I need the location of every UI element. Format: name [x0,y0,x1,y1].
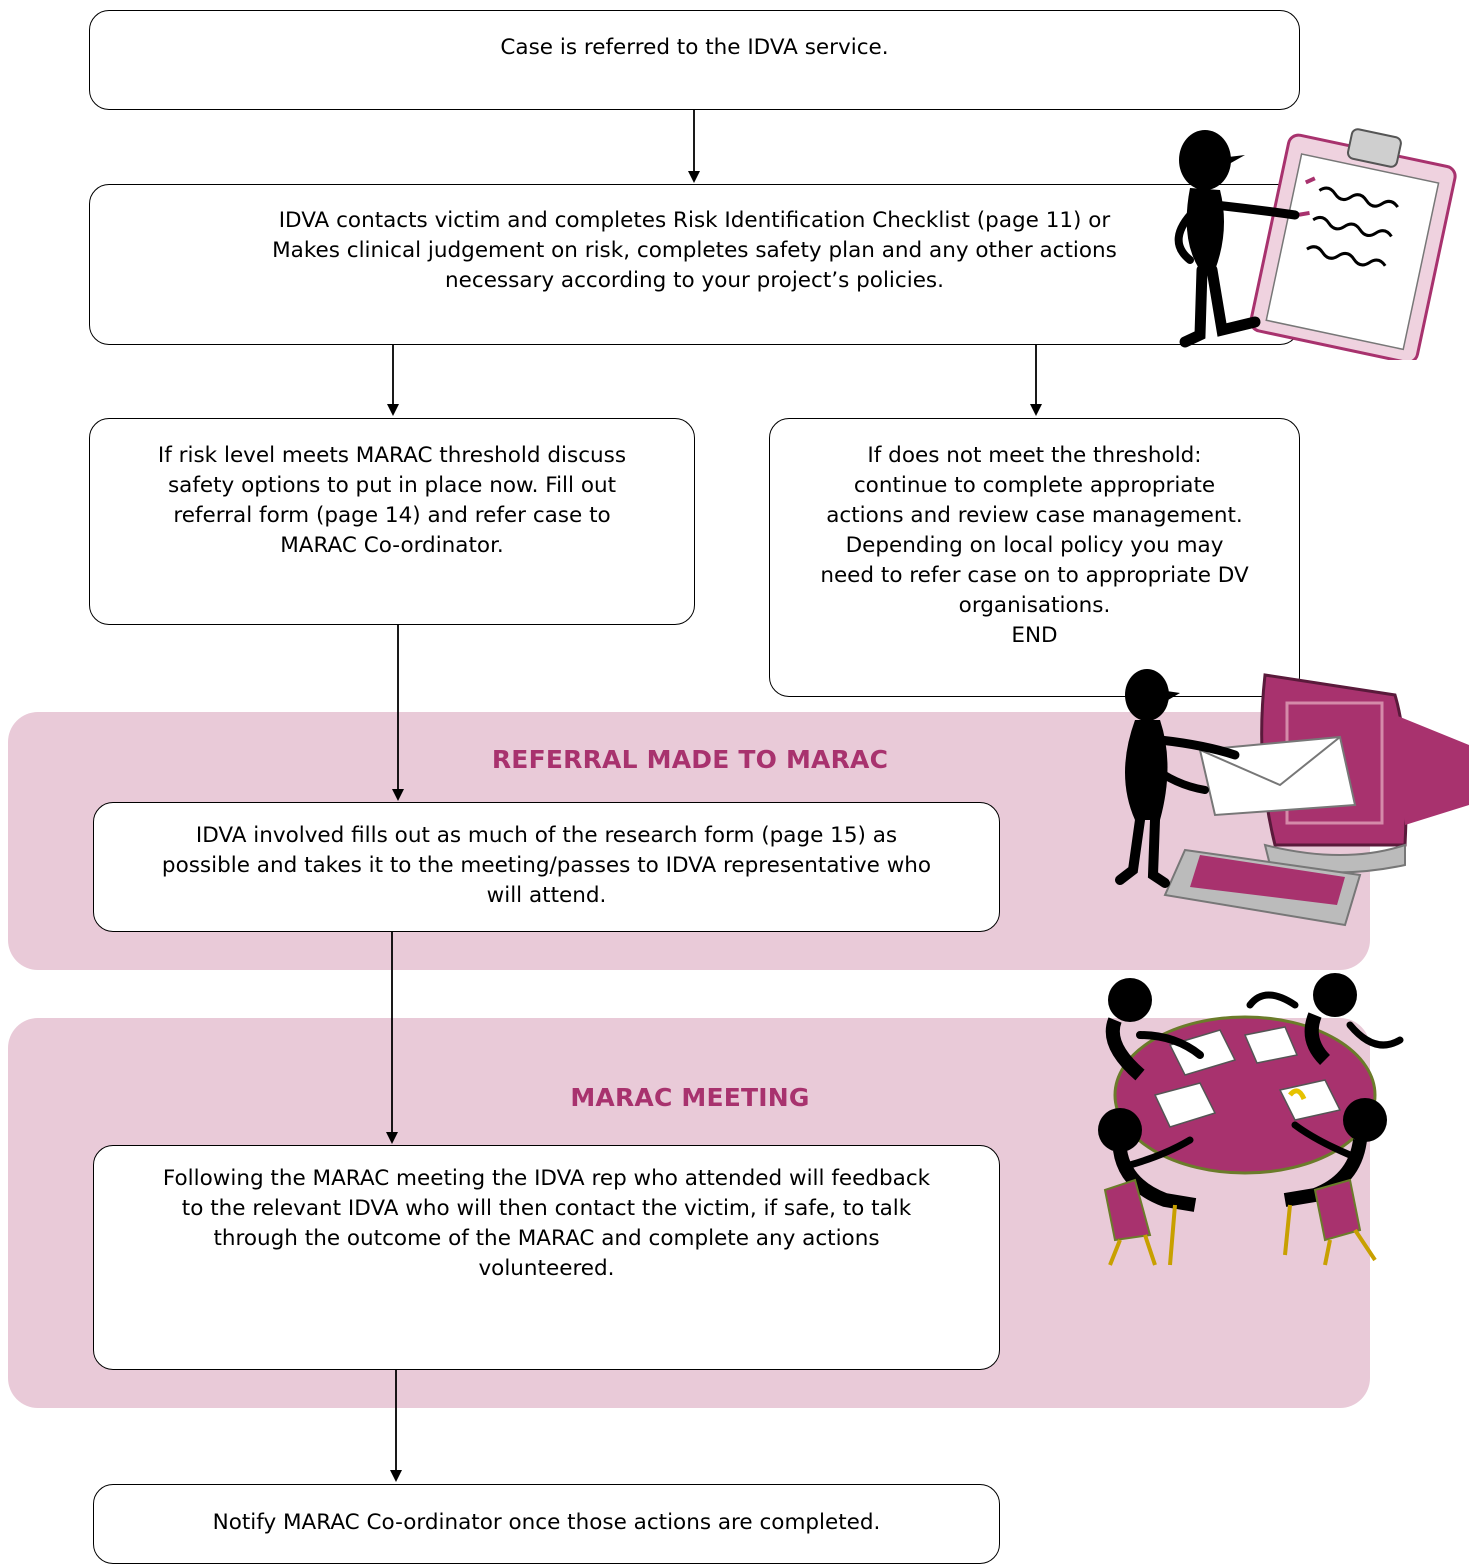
step-case-referred: Case is referred to the IDVA service. [89,10,1300,110]
clipboard-figure-icon [1174,128,1457,360]
step-not-meet-threshold: If does not meet the threshold: continue… [769,418,1300,697]
meeting-table-icon [1098,973,1404,1266]
step-not-meet-threshold-text: If does not meet the threshold: continue… [820,443,1249,648]
meeting-section-title: MARAC MEETING [570,1083,810,1112]
step-research-form-text: IDVA involved fills out as much of the r… [161,823,932,908]
referral-section-title: REFERRAL MADE TO MARAC [491,745,889,774]
step-notify-coordinator: Notify MARAC Co-ordinator once those act… [93,1484,1000,1564]
step-case-referred-text: Case is referred to the IDVA service. [500,35,889,60]
step-idva-contacts: IDVA contacts victim and completes Risk … [89,184,1300,345]
computer-figure-icon [1115,669,1469,927]
step-idva-contacts-text: IDVA contacts victim and completes Risk … [272,208,1117,293]
step-meeting-feedback: Following the MARAC meeting the IDVA rep… [93,1145,1000,1370]
step-meets-threshold-text: If risk level meets MARAC threshold disc… [157,443,627,558]
step-meets-threshold: If risk level meets MARAC threshold disc… [89,418,695,625]
step-notify-coordinator-text: Notify MARAC Co-ordinator once those act… [212,1510,881,1535]
step-meeting-feedback-text: Following the MARAC meeting the IDVA rep… [162,1166,931,1281]
step-research-form: IDVA involved fills out as much of the r… [93,802,1000,932]
